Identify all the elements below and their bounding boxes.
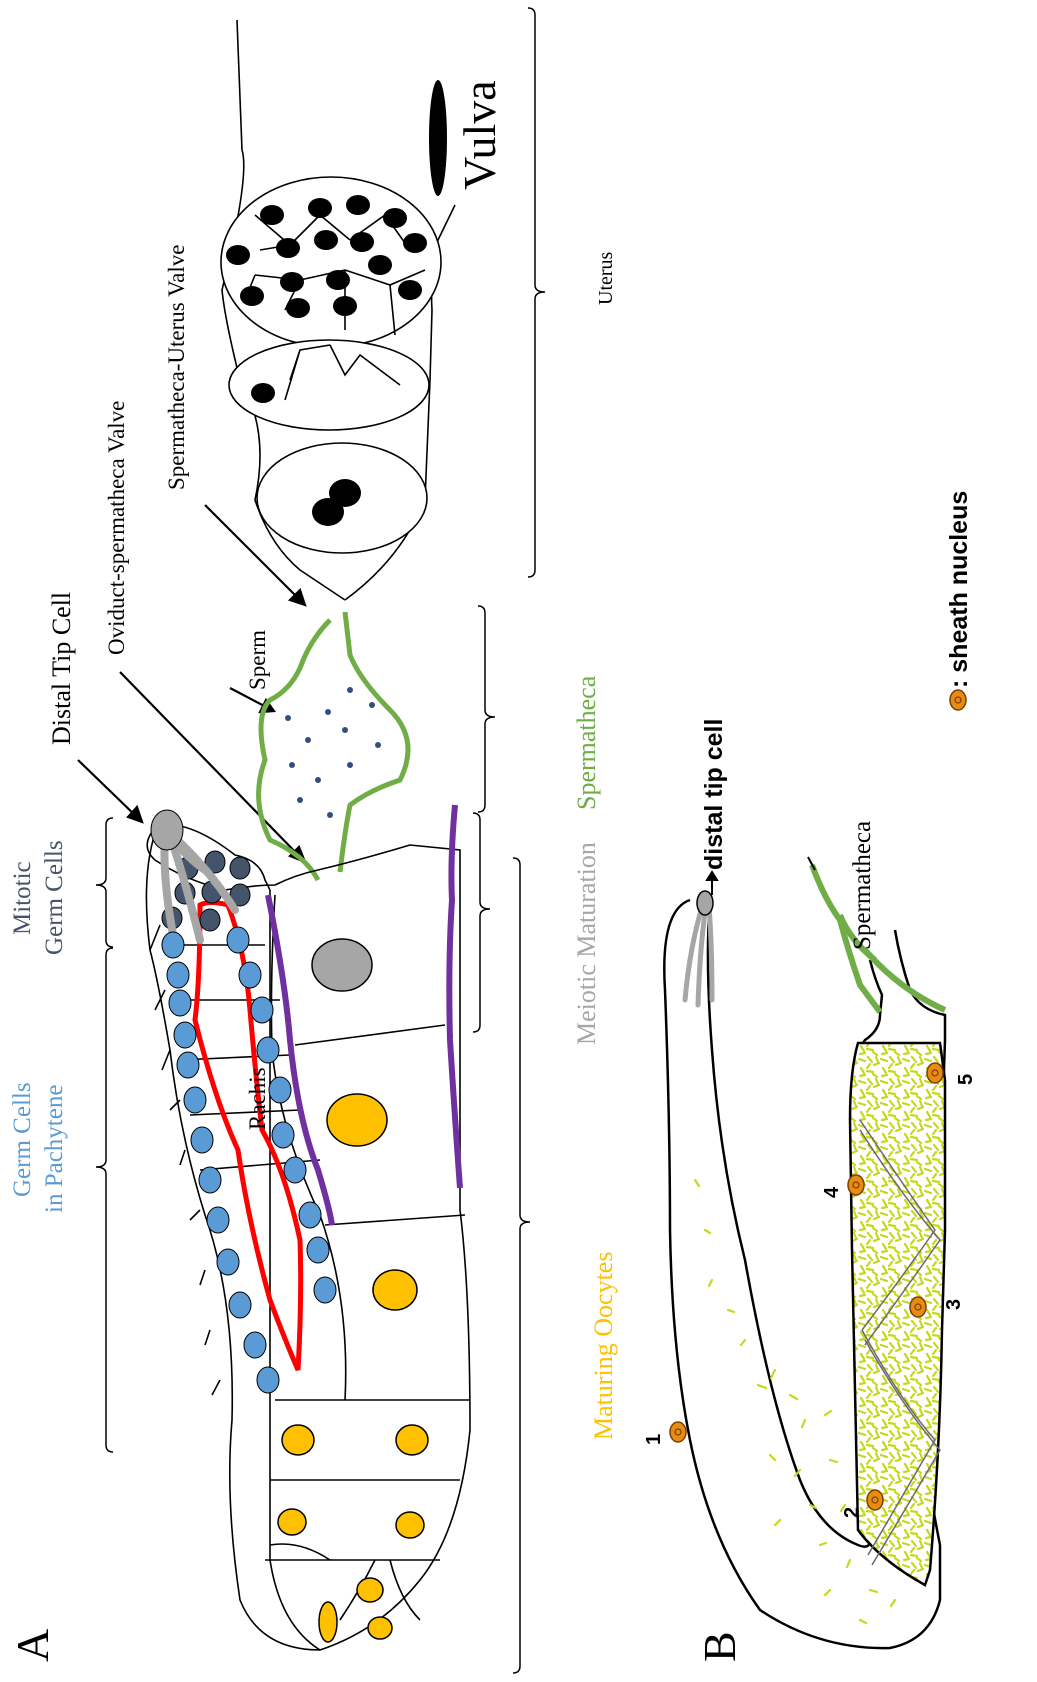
panel-label-b: B (694, 1631, 745, 1662)
nucleus-number-4: 4 (821, 1186, 843, 1198)
sperm-label: Sperm (245, 630, 270, 690)
sheath-nucleus-legend: : sheath nucleus (945, 491, 973, 688)
maturing-oocytes-label: Maturing Oocytes (589, 1252, 618, 1440)
mitotic-label-line2: Germ Cells (41, 840, 68, 955)
right-brackets (96, 818, 113, 1452)
panel-b-spermatheca-label: Spermatheca (849, 821, 876, 950)
vulva-label: Vulva (454, 80, 505, 190)
rachis-label: Rachis (245, 1067, 270, 1130)
panel-b-distal-tip-cell-label: distal tip cell (700, 719, 728, 870)
distal-tip-cell (151, 810, 183, 850)
meiotic-maturation-label: Meiotic Maturation (572, 842, 601, 1045)
panel-b-distal-tip-cell (697, 891, 713, 915)
distal-tip-cell-label: Distal Tip Cell (47, 592, 76, 745)
panel-b: B distal tip cell (643, 491, 977, 1662)
meiotic-nucleus (312, 939, 372, 991)
nucleus-number-5: 5 (955, 1074, 977, 1085)
oviduct-spermatheca-valve-label: Oviduct-spermatheca Valve (104, 401, 129, 655)
nucleus-number-3: 3 (943, 1299, 965, 1310)
spermatheca (259, 612, 408, 880)
panel-label-a: A (7, 1629, 58, 1662)
nucleus-number-2: 2 (841, 1507, 863, 1518)
pachytene-label-line1: Germ Cells (9, 1082, 36, 1197)
spermatheca-uterus-valve-label: Spermatheca-Uterus Valve (164, 245, 189, 490)
pachytene-label-line2: in Pachytene (41, 1085, 68, 1213)
left-brackets (473, 8, 545, 1673)
vulva-shape (429, 80, 447, 196)
nucleus-number-1: 1 (643, 1434, 665, 1445)
mitotic-label-line1: Mitotic (9, 861, 36, 935)
panel-a: A (7, 8, 618, 1673)
uterus-label: Uterus (595, 251, 617, 305)
spermatheca-label: Spermatheca (572, 675, 601, 810)
sperm-dots (285, 687, 381, 818)
